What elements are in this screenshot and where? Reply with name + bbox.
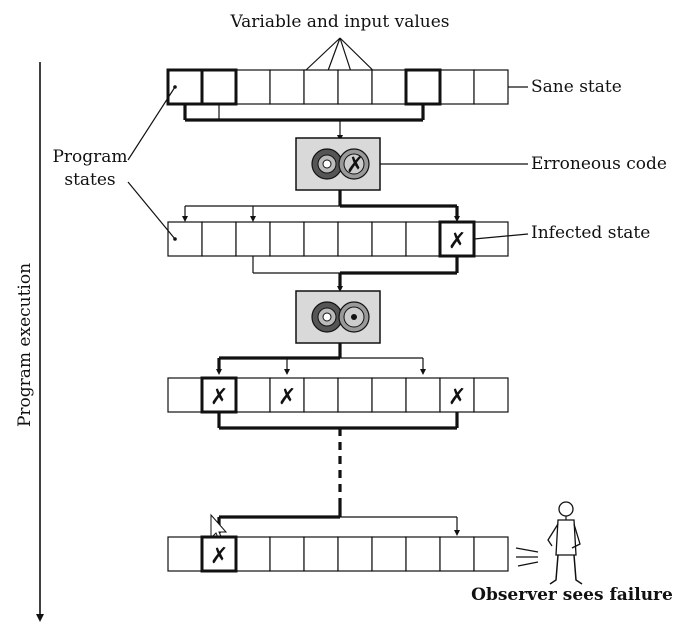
row3-x-mark-1: ✗: [210, 385, 228, 410]
sane-state-row: [166, 68, 509, 106]
row3-distributor: [216, 343, 426, 375]
program-states-pointer-bottom: [127, 181, 176, 240]
propagated-infection-row: [167, 376, 509, 414]
erroneous-code-label: Erroneous code: [531, 154, 667, 174]
program-states-label-line2: states: [64, 170, 115, 190]
infected-state-pointer: [473, 233, 529, 240]
gear-icon: [311, 301, 370, 333]
code-execution-box: [295, 290, 381, 344]
row2-distributor: [182, 190, 460, 222]
failure-x-mark: ✗: [210, 544, 228, 569]
variable-inputs-label: Variable and input values: [229, 12, 449, 32]
infected-state-label: Infected state: [531, 223, 650, 243]
row4-distributor: [216, 515, 460, 536]
observer-sees-failure-label: Observer sees failure: [471, 585, 673, 605]
row2-collector: [252, 256, 459, 292]
program-execution-label: Program execution: [15, 263, 35, 427]
row3-x-mark-3: ✗: [448, 385, 466, 410]
sane-state-label: Sane state: [531, 77, 622, 97]
row3-x-mark-2: ✗: [278, 385, 296, 410]
observer-icon: [515, 501, 583, 585]
program-states-pointer-top: [127, 86, 176, 161]
row3-collector: [217, 412, 459, 517]
program-states-label-line1: Program: [52, 147, 127, 167]
failure-state-row: [167, 535, 509, 573]
erroneous-code-box: ✗: [295, 137, 381, 191]
row1-collector: [183, 104, 425, 141]
infected-x-mark: ✗: [448, 229, 466, 254]
defect-x-mark: ✗: [346, 153, 364, 178]
gear-icon: [311, 148, 370, 180]
infected-state-row: [167, 220, 509, 258]
